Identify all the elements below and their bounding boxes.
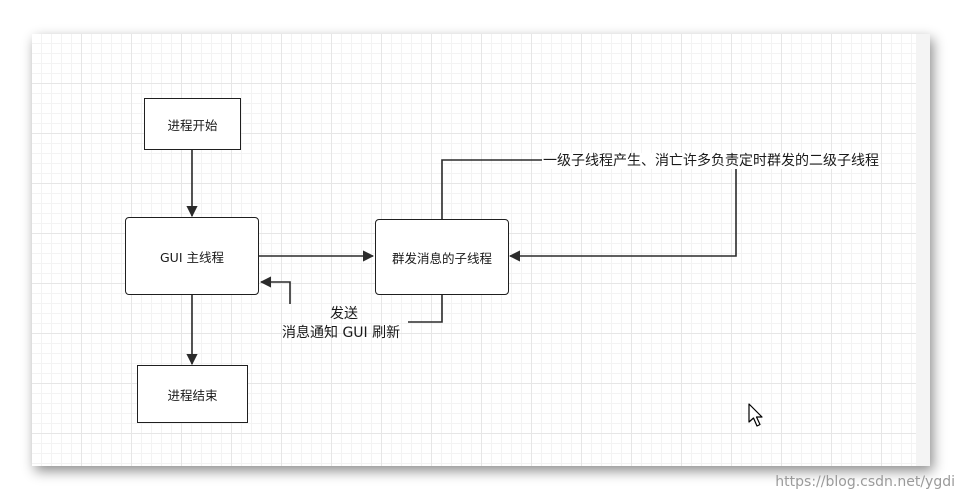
canvas-right-strip <box>916 34 930 466</box>
edge-label-first-level: 一级子线程产生、消亡许多负责定时群发的二级子线程 <box>542 153 880 169</box>
node-gui-main-thread-label: GUI 主线程 <box>160 249 224 265</box>
edge-label-send: 发送 <box>330 306 358 322</box>
watermark: https://blog.csdn.net/ygdi <box>775 474 955 490</box>
node-gui-main-thread: GUI 主线程 <box>125 217 259 295</box>
node-process-end-label: 进程结束 <box>167 387 218 403</box>
edge-notify-arrow <box>259 276 291 304</box>
mouse-pointer-icon <box>748 403 764 433</box>
node-process-start-label: 进程开始 <box>167 117 218 133</box>
edge-label-notify-gui: 消息通知 GUI 刷新 <box>282 325 401 341</box>
node-process-start: 进程开始 <box>144 98 241 150</box>
node-broadcast-subthread-label: 群发消息的子线程 <box>391 250 492 266</box>
edge-subthread-to-gui <box>408 295 443 323</box>
node-process-end: 进程结束 <box>137 365 248 423</box>
node-broadcast-subthread: 群发消息的子线程 <box>375 219 509 295</box>
